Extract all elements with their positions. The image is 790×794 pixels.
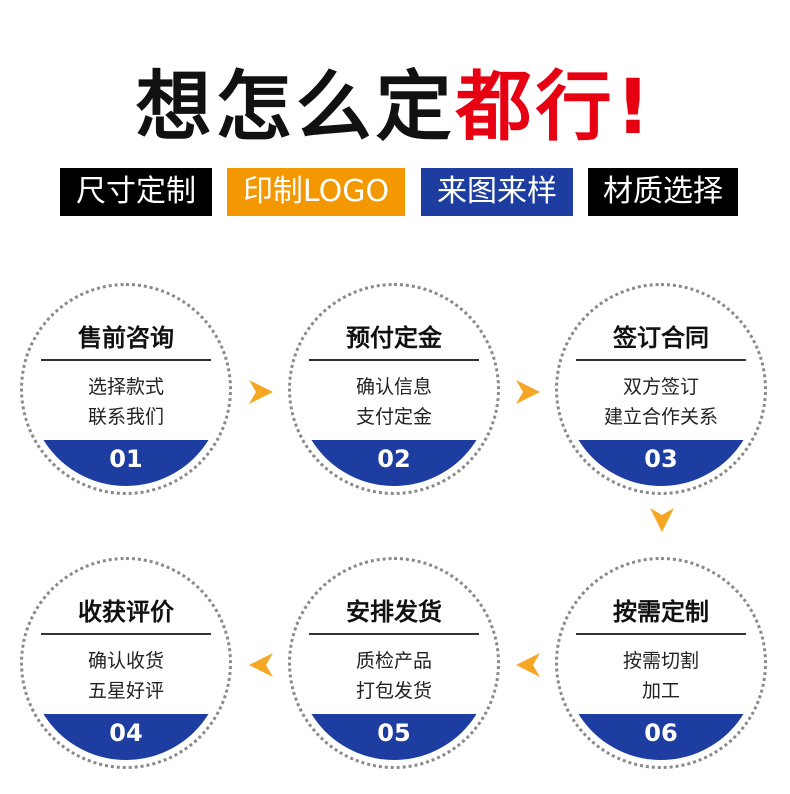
step-circle-05: 安排发货 质检产品 打包发货 05 [288,557,500,769]
arrow-right-icon [514,378,542,406]
tag-sample-design: 来图来样 [421,168,573,216]
step-circle-04: 收获评价 确认收货 五星好评 04 [20,557,232,769]
step-circle-01: 售前咨询 选择款式 联系我们 01 [20,283,232,495]
step-divider [309,633,479,635]
tag-logo-print: 印制LOGO [227,168,405,216]
step-circle-02: 预付定金 确认信息 支付定金 02 [288,283,500,495]
step-divider [41,359,211,361]
step-divider [576,359,746,361]
step-line-2: 建立合作关系 [603,406,718,428]
arrow-left-icon [247,651,275,679]
arrow-right-icon [247,378,275,406]
step-circle-inner: 预付定金 确认信息 支付定金 02 [297,292,491,486]
step-number: 04 [29,714,223,760]
step-line-2: 打包发货 [355,680,432,702]
step-number: 06 [564,714,758,760]
step-line-1: 双方签订 [622,376,699,398]
headline-accent: 都行! [455,62,655,151]
tag-size-custom: 尺寸定制 [60,168,212,216]
step-title: 收获评价 [78,598,174,626]
headline: 想怎么定都行! [0,62,790,152]
step-circle-inner: 安排发货 质检产品 打包发货 05 [297,566,491,760]
step-title: 按需定制 [613,598,709,626]
headline-main: 想怎么定 [135,62,456,151]
step-line-1: 质检产品 [355,650,432,672]
step-line-2: 支付定金 [355,406,432,428]
step-title: 签订合同 [613,324,709,352]
step-title: 售前咨询 [78,324,174,352]
step-circle-inner: 按需定制 按需切割 加工 06 [564,566,758,760]
step-number: 02 [297,440,491,486]
step-line-1: 确认收货 [87,650,164,672]
step-line-2: 加工 [641,680,680,702]
step-circle-06: 按需定制 按需切割 加工 06 [555,557,767,769]
feature-tags: 尺寸定制 印制LOGO 来图来样 材质选择 [0,168,790,218]
step-circle-inner: 售前咨询 选择款式 联系我们 01 [29,292,223,486]
step-divider [309,359,479,361]
step-title: 安排发货 [346,598,442,626]
step-circle-03: 签订合同 双方签订 建立合作关系 03 [555,283,767,495]
step-line-2: 联系我们 [87,406,164,428]
step-divider [41,633,211,635]
arrow-left-icon [514,651,542,679]
step-circle-inner: 签订合同 双方签订 建立合作关系 03 [564,292,758,486]
step-circle-inner: 收获评价 确认收货 五星好评 04 [29,566,223,760]
step-number: 03 [564,440,758,486]
step-divider [576,633,746,635]
arrow-down-icon [648,506,676,534]
step-number: 05 [297,714,491,760]
step-line-1: 确认信息 [355,376,432,398]
step-number: 01 [29,440,223,486]
step-title: 预付定金 [346,324,442,352]
step-line-2: 五星好评 [87,680,164,702]
tag-material-choice: 材质选择 [588,168,738,216]
step-line-1: 选择款式 [87,376,164,398]
step-line-1: 按需切割 [622,650,699,672]
